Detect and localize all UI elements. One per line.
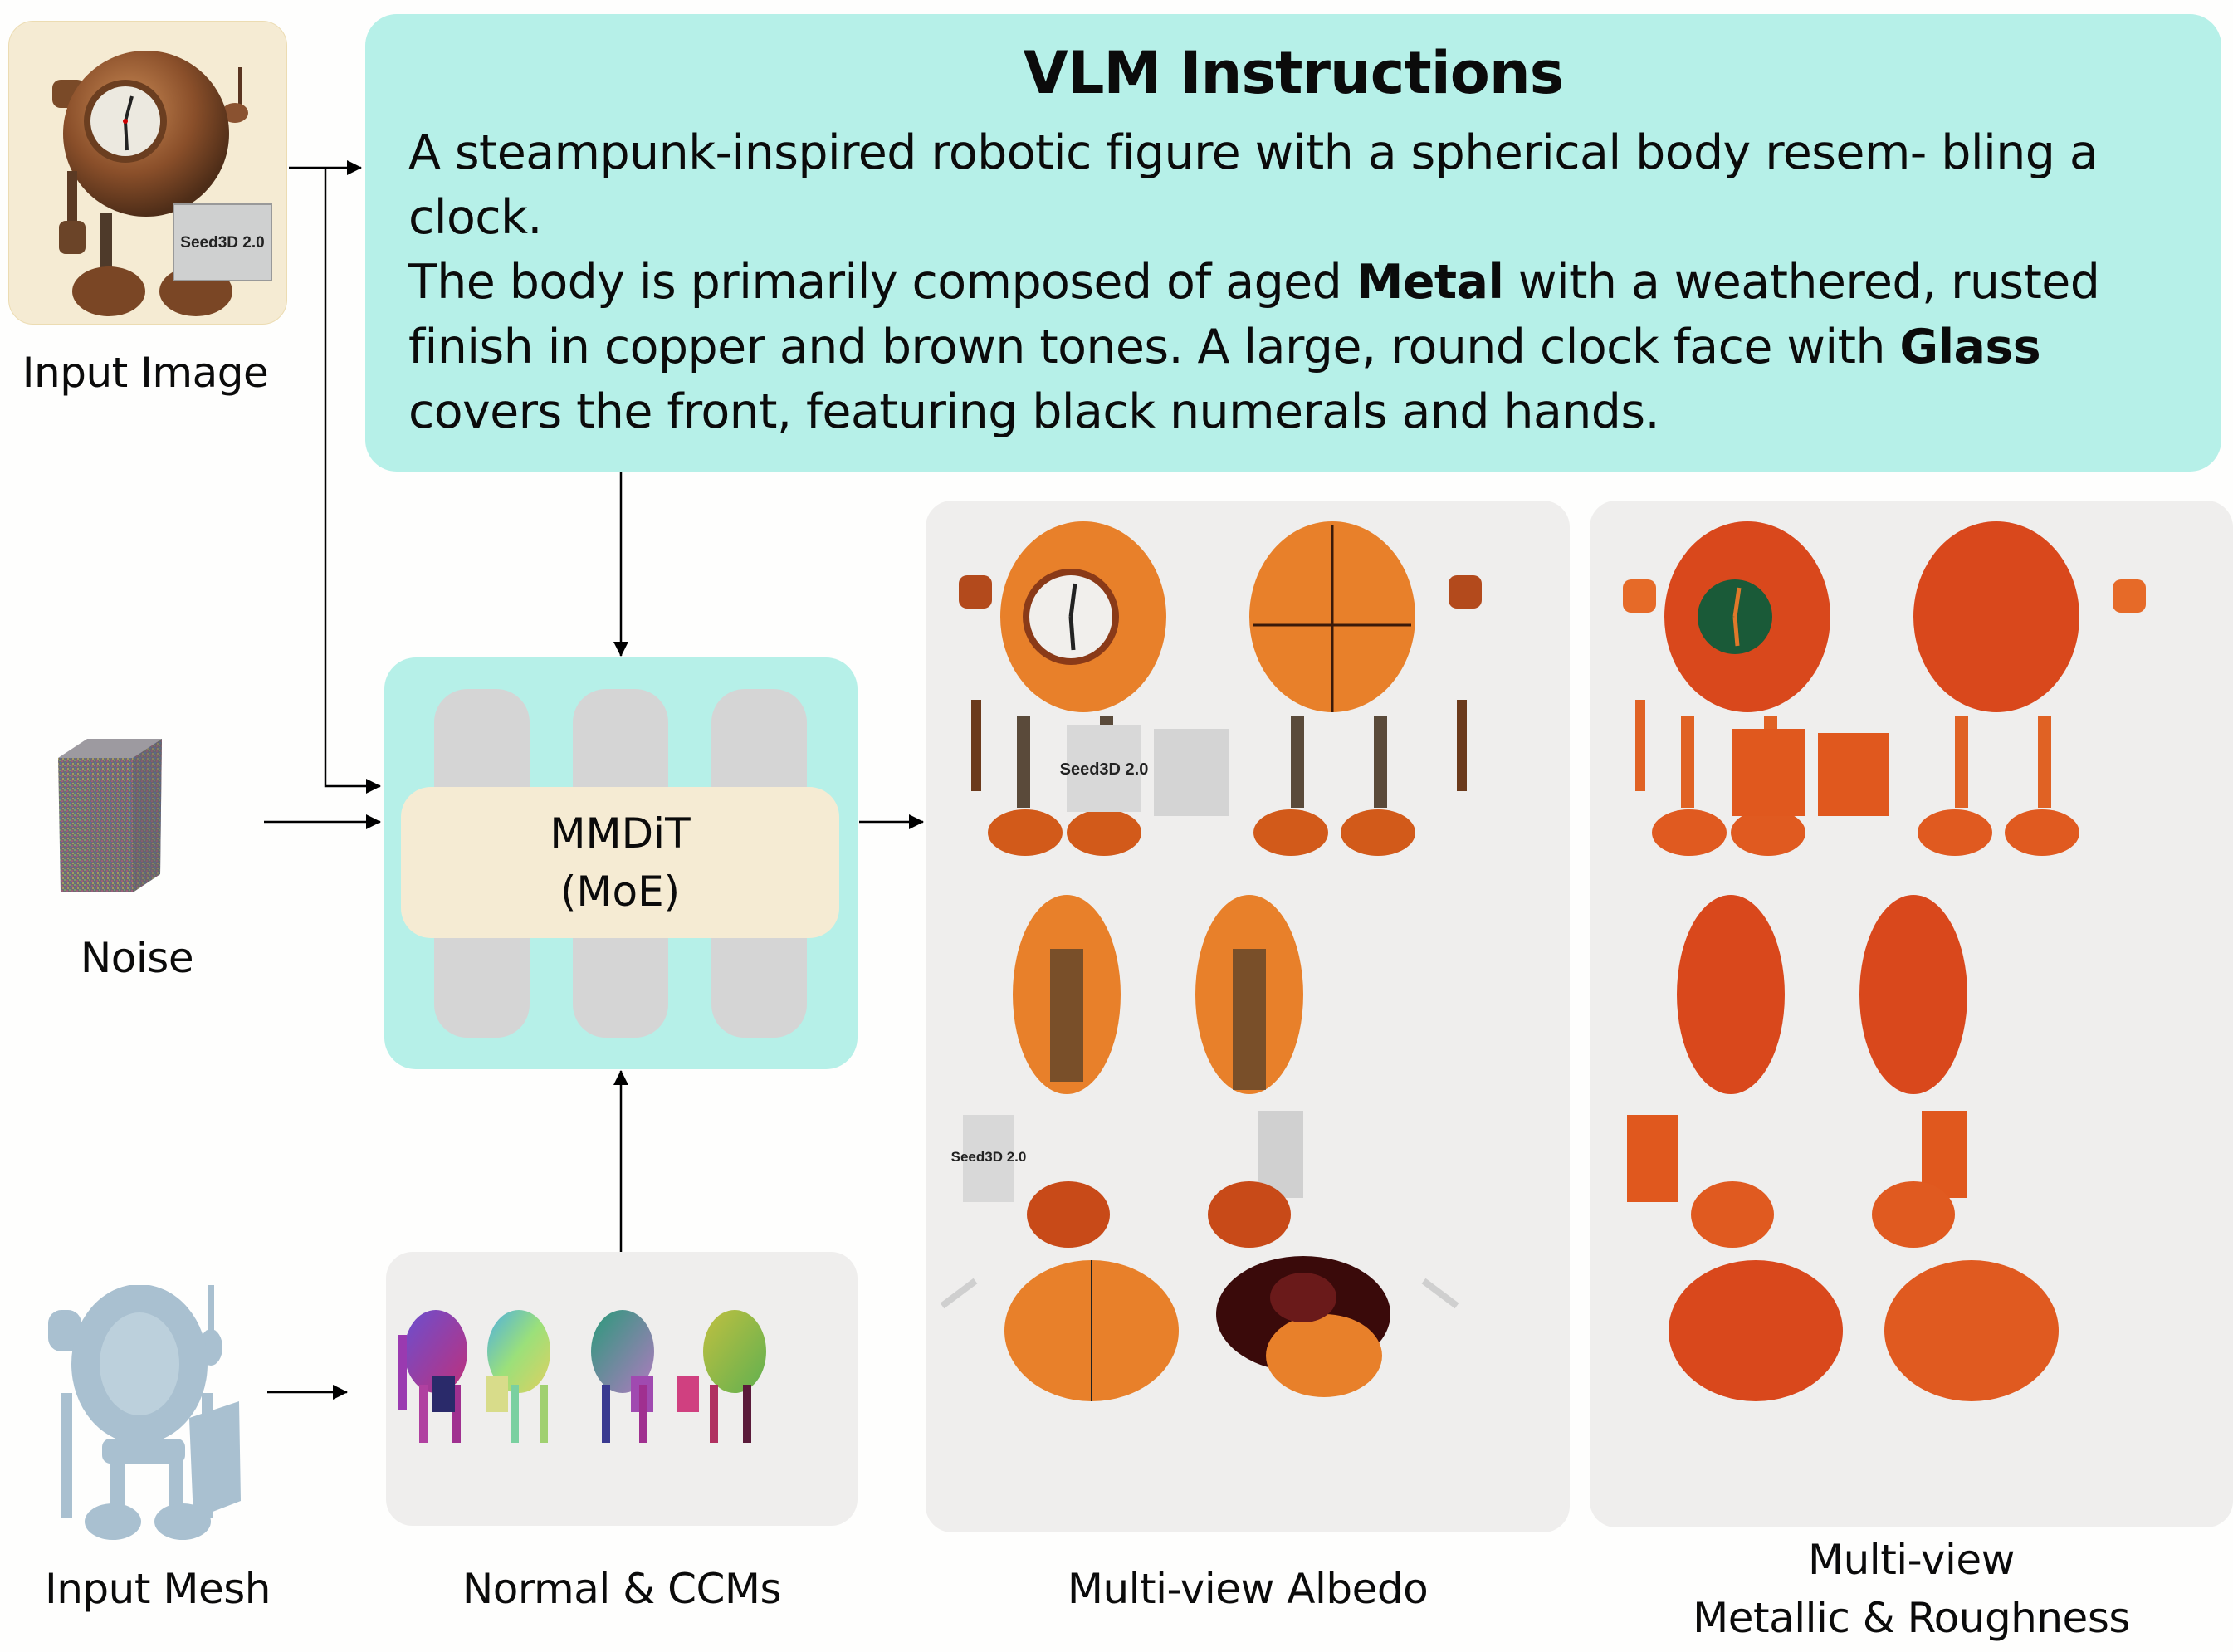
- keyword-glass: Glass: [1899, 320, 2041, 374]
- normal-ccm-panel: [386, 1252, 858, 1526]
- input-mesh-label: Input Mesh: [44, 1565, 271, 1613]
- mmdit-moe-label-box: MMDiT (MoE): [401, 787, 839, 938]
- text-span: covers the front, featuring black numera…: [408, 384, 1660, 439]
- input-image-thumbnail: Seed3D 2.0: [8, 21, 287, 325]
- text-span: with a weathered, rusted finish in coppe…: [408, 255, 2100, 374]
- input-mesh-icon: [23, 1284, 264, 1546]
- albedo-back-view: [1154, 521, 1482, 856]
- input-image-label: Input Image: [22, 349, 269, 397]
- mmdit-block: MMDiT (MoE): [384, 657, 858, 1069]
- albedo-right-view: [1195, 895, 1303, 1248]
- arrow-image-to-mmdit: [324, 168, 381, 794]
- metallic-roughness-label-line2: Metallic & Roughness: [1693, 1594, 2130, 1642]
- normal-ccm-maps-image: [398, 1310, 766, 1443]
- noise-cube-icon: [54, 735, 203, 912]
- multiview-metallic-roughness-images: [1623, 521, 2146, 1401]
- sign-text: Seed3D 2.0: [1060, 760, 1149, 779]
- steampunk-robot-icon: Seed3D 2.0: [52, 51, 272, 316]
- moe-label: (MoE): [559, 868, 681, 916]
- keyword-metal: Metal: [1356, 255, 1504, 310]
- vlm-paragraph-1: A steampunk-inspired robotic figure with…: [408, 125, 2099, 245]
- metallic-roughness-panel: [1590, 501, 2233, 1527]
- normal-ccm-label: Normal & CCMs: [462, 1565, 782, 1613]
- metallic-roughness-label-line1: Multi-view: [1807, 1536, 2016, 1584]
- mmdit-label: MMDiT: [550, 809, 691, 858]
- vlm-title: VLM Instructions: [1023, 39, 1565, 107]
- albedo-front-view: Seed3D 2.0: [959, 521, 1166, 856]
- albedo-panel: Seed3D 2.0 Seed3D 2.0: [926, 501, 1570, 1532]
- sign-text: Seed3D 2.0: [951, 1149, 1027, 1165]
- vlm-instructions-box: VLM Instructions A steampunk-inspired ro…: [365, 14, 2221, 472]
- text-span: The body is primarily composed of aged: [408, 255, 1356, 310]
- multiview-albedo-images: Seed3D 2.0 Seed3D 2.0: [940, 521, 1482, 1401]
- vlm-instructions-text: A steampunk-inspired robotic figure with…: [408, 120, 2188, 444]
- noise-label: Noise: [80, 934, 194, 982]
- albedo-bottom-views: [940, 1256, 1459, 1401]
- albedo-label: Multi-view Albedo: [1067, 1565, 1429, 1613]
- albedo-left-view: Seed3D 2.0: [951, 895, 1121, 1248]
- sign-text: Seed3D 2.0: [180, 234, 264, 252]
- vlm-paragraph-2: The body is primarily composed of aged M…: [408, 250, 2188, 444]
